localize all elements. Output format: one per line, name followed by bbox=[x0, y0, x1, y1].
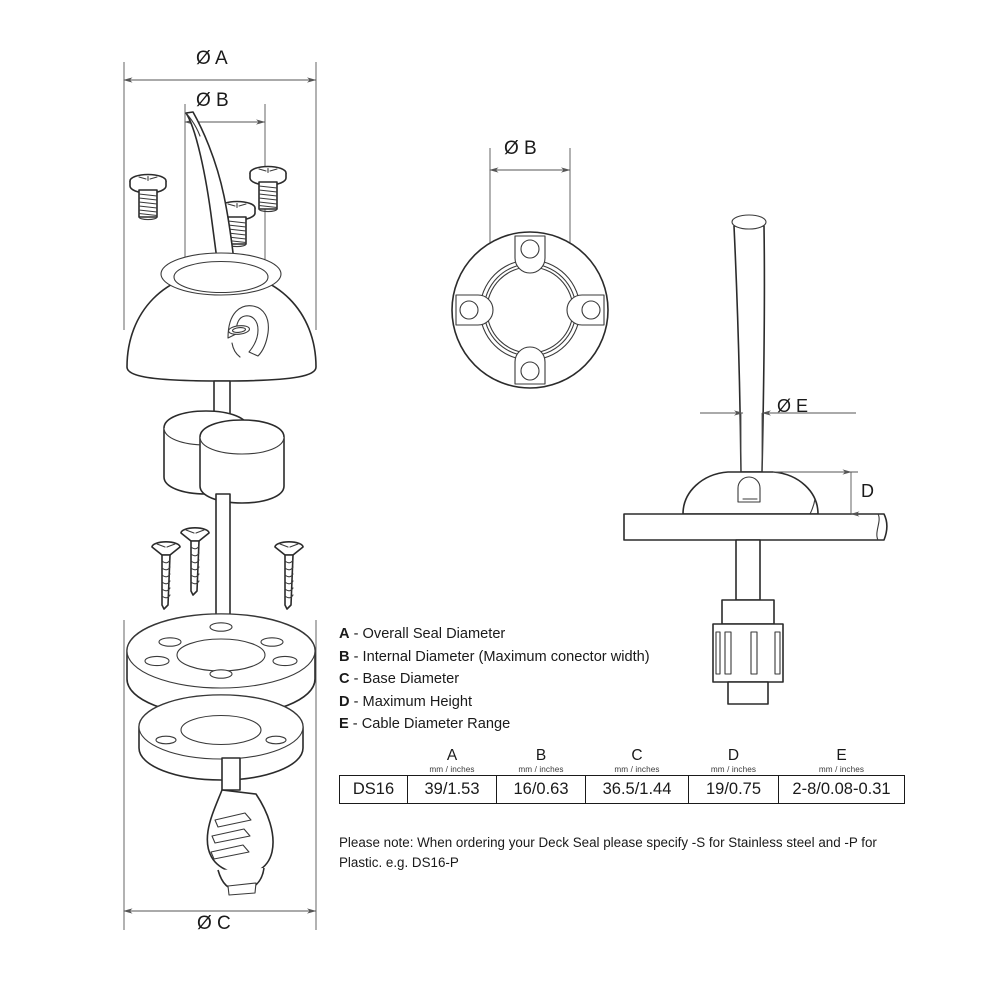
spec-header-b-units: mm / inches bbox=[518, 765, 564, 774]
dimension-line-D bbox=[773, 469, 860, 517]
legend-key-c: C bbox=[339, 671, 350, 688]
legend-sep-a: - bbox=[353, 626, 359, 642]
flange-bore bbox=[486, 266, 574, 354]
deck-panel bbox=[623, 513, 888, 541]
spec-table: A mm / inches B mm / inches C mm / inche… bbox=[339, 748, 905, 804]
ordering-note: Please note: When ordering your Deck Sea… bbox=[339, 835, 877, 870]
cable-connector-boot bbox=[206, 789, 274, 896]
spec-cell-d: 19/0.75 bbox=[688, 775, 779, 804]
legend-sep-b: - bbox=[353, 648, 359, 665]
legend-key-b: B bbox=[339, 648, 350, 665]
cable-whip bbox=[731, 214, 767, 473]
wood-screw-right bbox=[274, 541, 304, 610]
dimension-extension-lines-A bbox=[123, 62, 317, 930]
top-view bbox=[451, 148, 609, 389]
exploded-assembly-view bbox=[123, 62, 317, 930]
spec-header-a: A mm / inches bbox=[408, 748, 497, 776]
spec-header-b-letter: B bbox=[535, 747, 547, 764]
spec-header-d-units: mm / inches bbox=[710, 765, 757, 774]
screw-pad-left bbox=[455, 294, 494, 326]
screw-pad-right bbox=[566, 294, 605, 326]
legend-text-d: Maximum Height bbox=[362, 693, 473, 710]
spec-cell-c: 36.5/1.44 bbox=[585, 775, 689, 804]
legend-sep-d: - bbox=[353, 693, 359, 710]
dim-label-diameter-c: Ø C bbox=[197, 913, 231, 934]
legend-item-c: C - Base Diameter bbox=[339, 668, 709, 691]
spec-header-c-letter: C bbox=[631, 747, 643, 764]
dim-label-top-diameter-b: Ø B bbox=[504, 138, 537, 159]
legend-sep-c: - bbox=[353, 671, 359, 688]
spec-header-e-units: mm / inches bbox=[818, 765, 865, 774]
dim-label-diameter-b: Ø B bbox=[196, 90, 229, 111]
spec-cell-b: 16/0.63 bbox=[496, 775, 586, 804]
spec-cell-a: 39/1.53 bbox=[407, 775, 497, 804]
spec-header-e: E mm / inches bbox=[779, 748, 905, 776]
wood-screw-left bbox=[151, 541, 181, 610]
legend-item-a: A - Overall Seal Diameter bbox=[339, 623, 709, 646]
spec-table-header-row: A mm / inches B mm / inches C mm / inche… bbox=[340, 748, 905, 776]
spec-header-e-letter: E bbox=[836, 747, 847, 764]
legend-key-e: E bbox=[339, 716, 349, 733]
split-collar bbox=[163, 410, 285, 504]
spec-header-a-letter: A bbox=[446, 747, 458, 764]
screw-pad-bottom bbox=[514, 346, 546, 385]
spec-header-d-letter: D bbox=[727, 747, 740, 764]
table-row: DS16 39/1.53 16/0.63 36.5/1.44 19/0.75 2… bbox=[339, 775, 905, 804]
legend-key-d: D bbox=[339, 693, 350, 710]
section-side-view bbox=[623, 214, 888, 705]
lower-flange-plate bbox=[138, 694, 304, 781]
legend-text-a: Overall Seal Diameter bbox=[362, 626, 506, 642]
wood-screw-center bbox=[180, 527, 210, 596]
dimension-line-E bbox=[700, 410, 856, 478]
legend-item-d: D - Maximum Height bbox=[339, 691, 709, 714]
legend-list: A - Overall Seal Diameter B - Internal D… bbox=[339, 623, 709, 736]
legend-text-c: Base Diameter bbox=[362, 671, 460, 688]
dim-label-diameter-e: Ø E bbox=[777, 396, 809, 416]
legend-item-b: B - Internal Diameter (Maximum conector … bbox=[339, 646, 709, 669]
deck-seal-dome-section bbox=[682, 471, 819, 515]
spec-header-model bbox=[340, 748, 408, 776]
legend-sep-e: - bbox=[352, 716, 358, 733]
dim-label-height-d: D bbox=[861, 481, 874, 501]
screw-pad-top bbox=[514, 235, 546, 274]
spec-header-b: B mm / inches bbox=[497, 748, 586, 776]
spec-header-d: D mm / inches bbox=[689, 748, 779, 776]
dim-label-diameter-a: Ø A bbox=[196, 48, 228, 69]
spec-cell-model: DS16 bbox=[339, 775, 408, 804]
legend-item-e: E - Cable Diameter Range bbox=[339, 713, 709, 736]
spec-header-a-units: mm / inches bbox=[429, 765, 475, 774]
spec-header-c-units: mm / inches bbox=[614, 765, 660, 774]
legend-text-b: Internal Diameter (Maximum conector widt… bbox=[362, 648, 650, 665]
machine-screw-left bbox=[129, 173, 167, 221]
cable-below-deck bbox=[735, 539, 761, 601]
legend-key-a: A bbox=[339, 626, 350, 642]
spec-cell-e: 2-8/0.08-0.31 bbox=[778, 775, 905, 804]
deck-seal-dome bbox=[126, 252, 317, 382]
cable-bottom-segment bbox=[221, 757, 241, 791]
legend-text-e: Cable Diameter Range bbox=[361, 716, 511, 733]
spec-table-wrapper: A mm / inches B mm / inches C mm / inche… bbox=[339, 748, 905, 804]
spec-header-c: C mm / inches bbox=[586, 748, 689, 776]
machine-screw-right bbox=[249, 165, 287, 213]
connector-below-deck bbox=[712, 599, 784, 705]
